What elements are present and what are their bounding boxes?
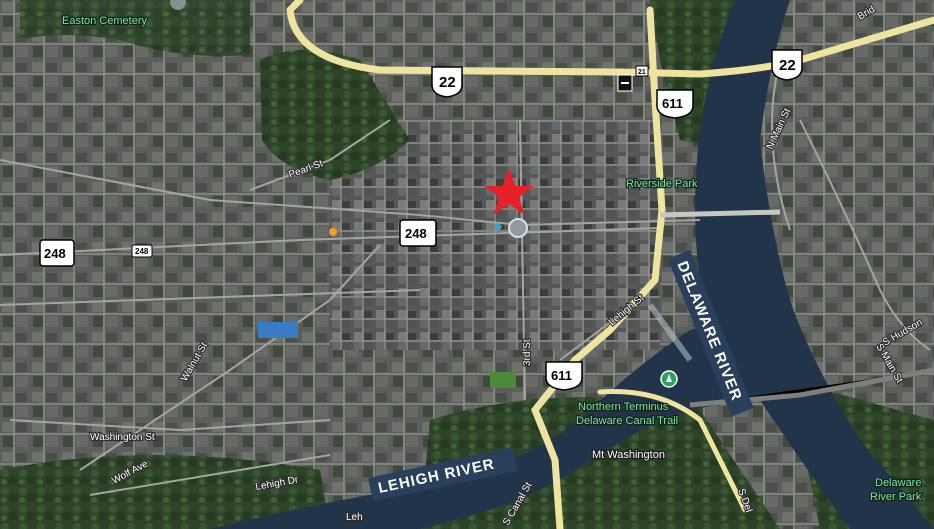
green-field bbox=[490, 372, 516, 388]
us22-shield-east[interactable]: 22 bbox=[771, 49, 803, 81]
exit-21-text: 21 bbox=[638, 69, 646, 76]
pa248-shield-west[interactable]: 248 bbox=[39, 239, 75, 267]
lehigh-rapids bbox=[647, 303, 693, 362]
pa248-shield-west-text: 248 bbox=[44, 246, 66, 261]
exit-21-marker[interactable]: 21 bbox=[635, 65, 649, 77]
us22-shield-west[interactable]: 22 bbox=[431, 66, 463, 98]
cemetery-pin-icon[interactable] bbox=[170, 0, 186, 10]
us22-ramp bbox=[286, 0, 304, 14]
us611-shield-south-text: 611 bbox=[551, 368, 572, 383]
canal-trail-route bbox=[597, 389, 748, 513]
delaware-river-park-label-1: Delaware bbox=[875, 477, 921, 489]
lehigh-river bbox=[210, 325, 770, 529]
vegetation-north-hill bbox=[260, 50, 410, 180]
canal-trail-label: Delaware Canal Trail bbox=[576, 415, 678, 427]
bridge-northampton bbox=[659, 209, 781, 218]
delaware-river bbox=[695, 0, 934, 529]
leh-label: Leh bbox=[346, 512, 363, 523]
northern-terminus-label: Northern Terminus bbox=[578, 401, 669, 413]
blue-building bbox=[258, 322, 298, 338]
street-network bbox=[0, 59, 931, 496]
us611-shield-north-text: 611 bbox=[662, 96, 683, 111]
pa248-shield-center-text: 248 bbox=[405, 226, 427, 241]
us611-highway bbox=[530, 6, 666, 529]
transit-square-glyph bbox=[621, 82, 629, 84]
pa248-shield-small-text: 248 bbox=[135, 247, 149, 256]
easton-cemetery-label: Easton Cemetery bbox=[62, 15, 147, 27]
riverside-park-label: Riverside Park bbox=[626, 178, 698, 190]
vegetation-southwest bbox=[0, 455, 330, 529]
mt-washington-label: Mt Washington bbox=[592, 449, 665, 461]
pa248-shield-small[interactable]: 248 bbox=[131, 244, 153, 258]
us22-shield-west-text: 22 bbox=[439, 74, 456, 91]
vegetation-cemetery bbox=[20, 0, 250, 56]
us611-shield-north[interactable]: 611 bbox=[656, 89, 694, 119]
us22-shield-east-text: 22 bbox=[779, 57, 796, 74]
star-marker-icon[interactable] bbox=[484, 168, 534, 215]
3rd-st-label: 3rd St bbox=[522, 339, 533, 366]
us611-shield-south[interactable]: 611 bbox=[545, 361, 583, 391]
delaware-river-park-label-2: River Park bbox=[870, 491, 922, 503]
pa248-shield-center[interactable]: 248 bbox=[399, 219, 437, 247]
poi-orange-icon[interactable] bbox=[329, 228, 337, 236]
centre-square-icon[interactable] bbox=[508, 218, 528, 238]
trail-pin-glyph bbox=[666, 374, 672, 382]
washington-st-label: Washington St bbox=[90, 432, 155, 443]
poi-dot-icon[interactable] bbox=[494, 223, 502, 231]
